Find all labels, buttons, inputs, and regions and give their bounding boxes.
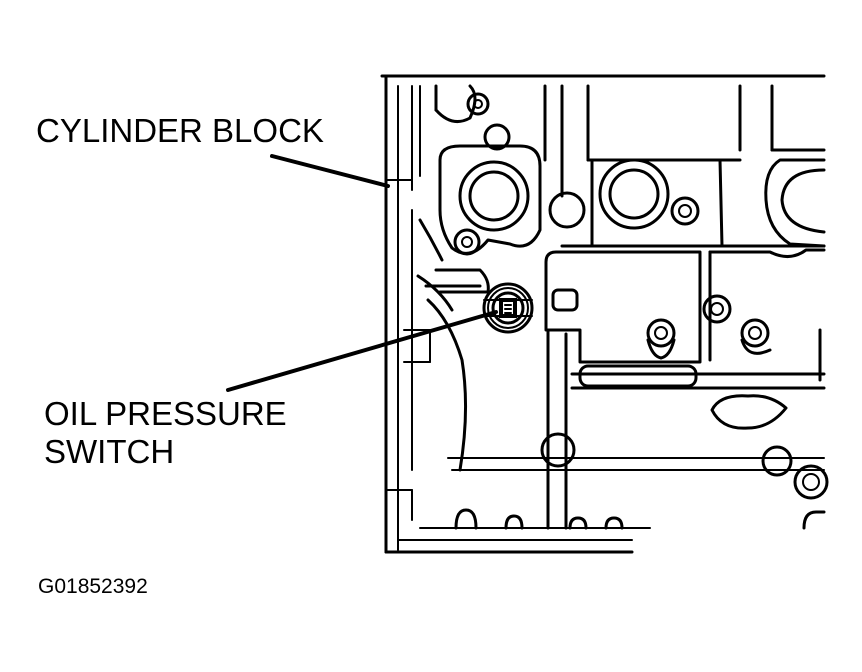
lower-casting — [416, 218, 829, 530]
cylinder-block-label: CYLINDER BLOCK — [36, 112, 324, 149]
oil-pressure-switch-label-line2: SWITCH — [44, 433, 175, 470]
oil-pressure-switch-leader — [226, 310, 498, 392]
leader-lines — [226, 154, 498, 392]
figure-id: G01852392 — [38, 575, 148, 598]
upper-bosses — [434, 84, 826, 256]
oil-pressure-switch-label-line1: OIL PRESSURE — [44, 395, 287, 432]
oil-pressure-switch-part — [482, 282, 534, 334]
cylinder-block-outline — [380, 74, 826, 554]
oil-pressure-switch-label: OIL PRESSURE SWITCH — [44, 395, 287, 471]
cylinder-block-leader — [270, 154, 390, 188]
